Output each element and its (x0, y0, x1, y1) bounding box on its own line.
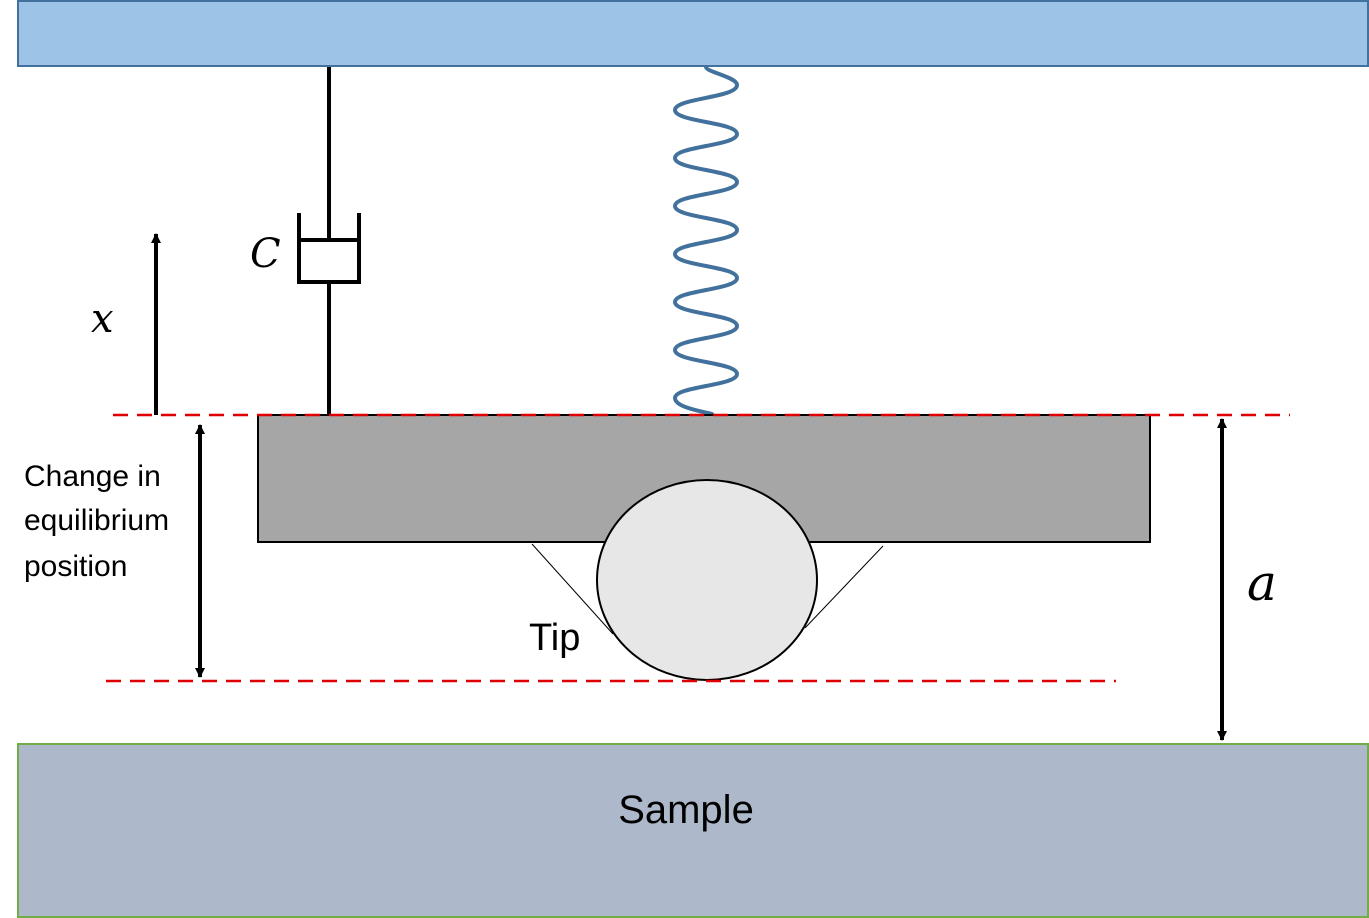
tip-sphere (596, 479, 818, 681)
damper (297, 67, 361, 420)
damper-label: C (250, 231, 281, 277)
equilibrium-label-line-1: Change in (24, 460, 161, 493)
equilibrium-label-line-2: equilibrium (24, 504, 169, 537)
displacement-label: x (91, 296, 114, 342)
equilibrium-label-line-3: position (24, 550, 127, 583)
tip-edge-left (531, 543, 614, 635)
top-support-plate (17, 0, 1369, 67)
spring (672, 65, 740, 416)
tip-edge-right (804, 545, 884, 629)
equilibrium-label: Change in equilibrium position (24, 460, 177, 583)
tip-label: Tip (529, 617, 580, 659)
sample (17, 743, 1369, 918)
sample-label: Sample (618, 788, 754, 832)
gap-label: a (1247, 554, 1277, 612)
